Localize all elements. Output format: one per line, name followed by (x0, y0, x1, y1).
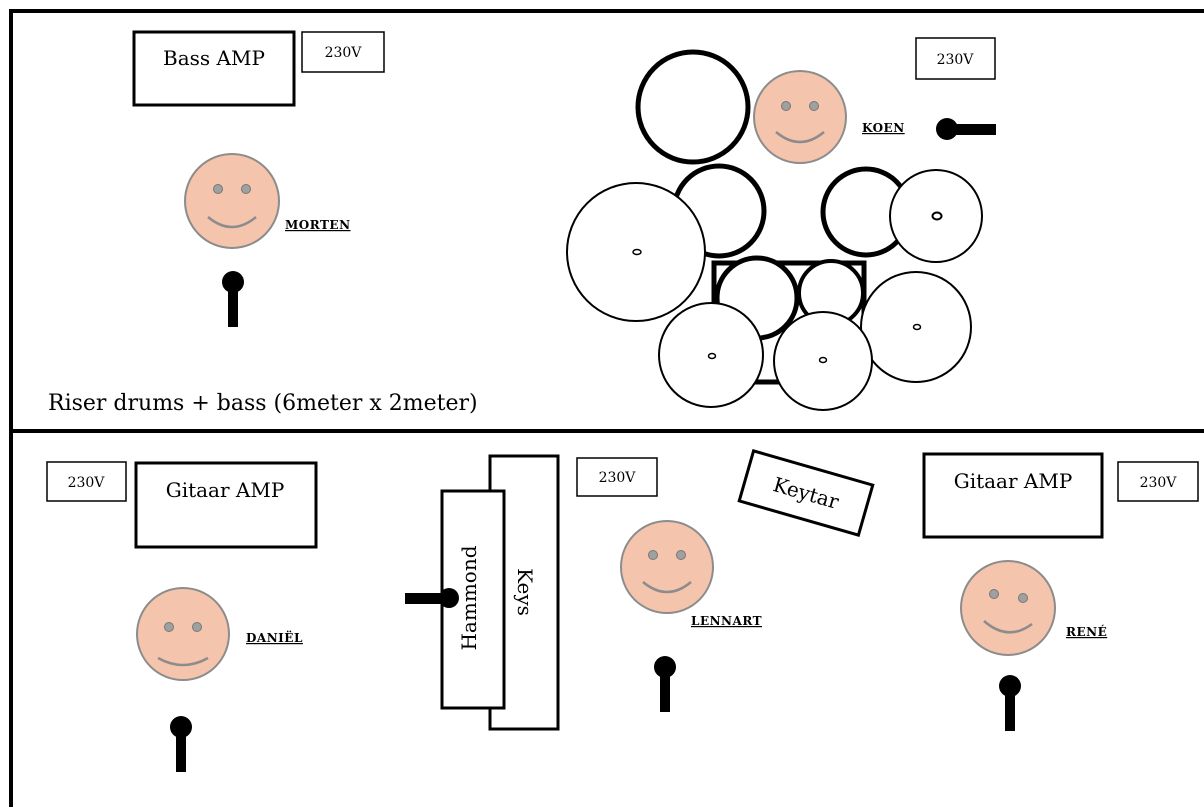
stage-border (9, 9, 1204, 807)
bass-amp (132, 30, 296, 107)
power-outlet-keys-label: 230V (599, 470, 637, 486)
power-outlet-drums-label: 230V (937, 52, 975, 68)
power-outlet-guitar-right (1117, 461, 1199, 502)
mic-stand-icon (999, 675, 1021, 731)
musician-face-morten (184, 153, 280, 249)
guitar-amp-right (922, 452, 1104, 539)
keytar: Keytar (737, 449, 875, 537)
musician-name-lennart: LENNART (691, 614, 762, 628)
mic-stand-icon (654, 656, 676, 712)
drum-kit (566, 49, 983, 411)
cymbal-crash (635, 49, 751, 165)
power-outlet-guitar-left-label: 230V (68, 475, 106, 491)
musician-face-koen (753, 70, 847, 164)
power-outlet-keys (576, 457, 658, 497)
musician-face-rene (960, 560, 1056, 656)
musician-name-koen: KOEN (862, 121, 905, 135)
mic-stand-icon (405, 588, 459, 608)
power-outlet-bass (301, 31, 385, 73)
guitar-amp-right-label: Gitaar AMP (954, 469, 1073, 493)
musician-name-daniel: DANIËL (246, 630, 303, 645)
riser-label: Riser drums + bass (6meter x 2meter) (48, 391, 478, 416)
mic-stand-icon (936, 118, 996, 140)
musician-name-morten: MORTEN (285, 218, 351, 232)
musician-name-rene: RENÉ (1066, 624, 1107, 639)
guitar-amp-left-label: Gitaar AMP (166, 478, 285, 502)
power-outlet-drums (915, 37, 996, 80)
hammond-label: Hammond (457, 545, 481, 650)
musician-face-lennart (620, 520, 714, 614)
mic-stand-icon (170, 716, 192, 772)
guitar-amp-left (134, 461, 318, 549)
power-outlet-bass-label: 230V (325, 45, 363, 61)
power-outlet-guitar-right-label: 230V (1140, 475, 1178, 491)
keys-label: Keys (513, 568, 537, 616)
musician-face-daniel (136, 587, 230, 681)
bass-amp-label: Bass AMP (163, 46, 265, 70)
mic-stand-icon (222, 271, 244, 327)
power-outlet-guitar-left (46, 461, 127, 502)
